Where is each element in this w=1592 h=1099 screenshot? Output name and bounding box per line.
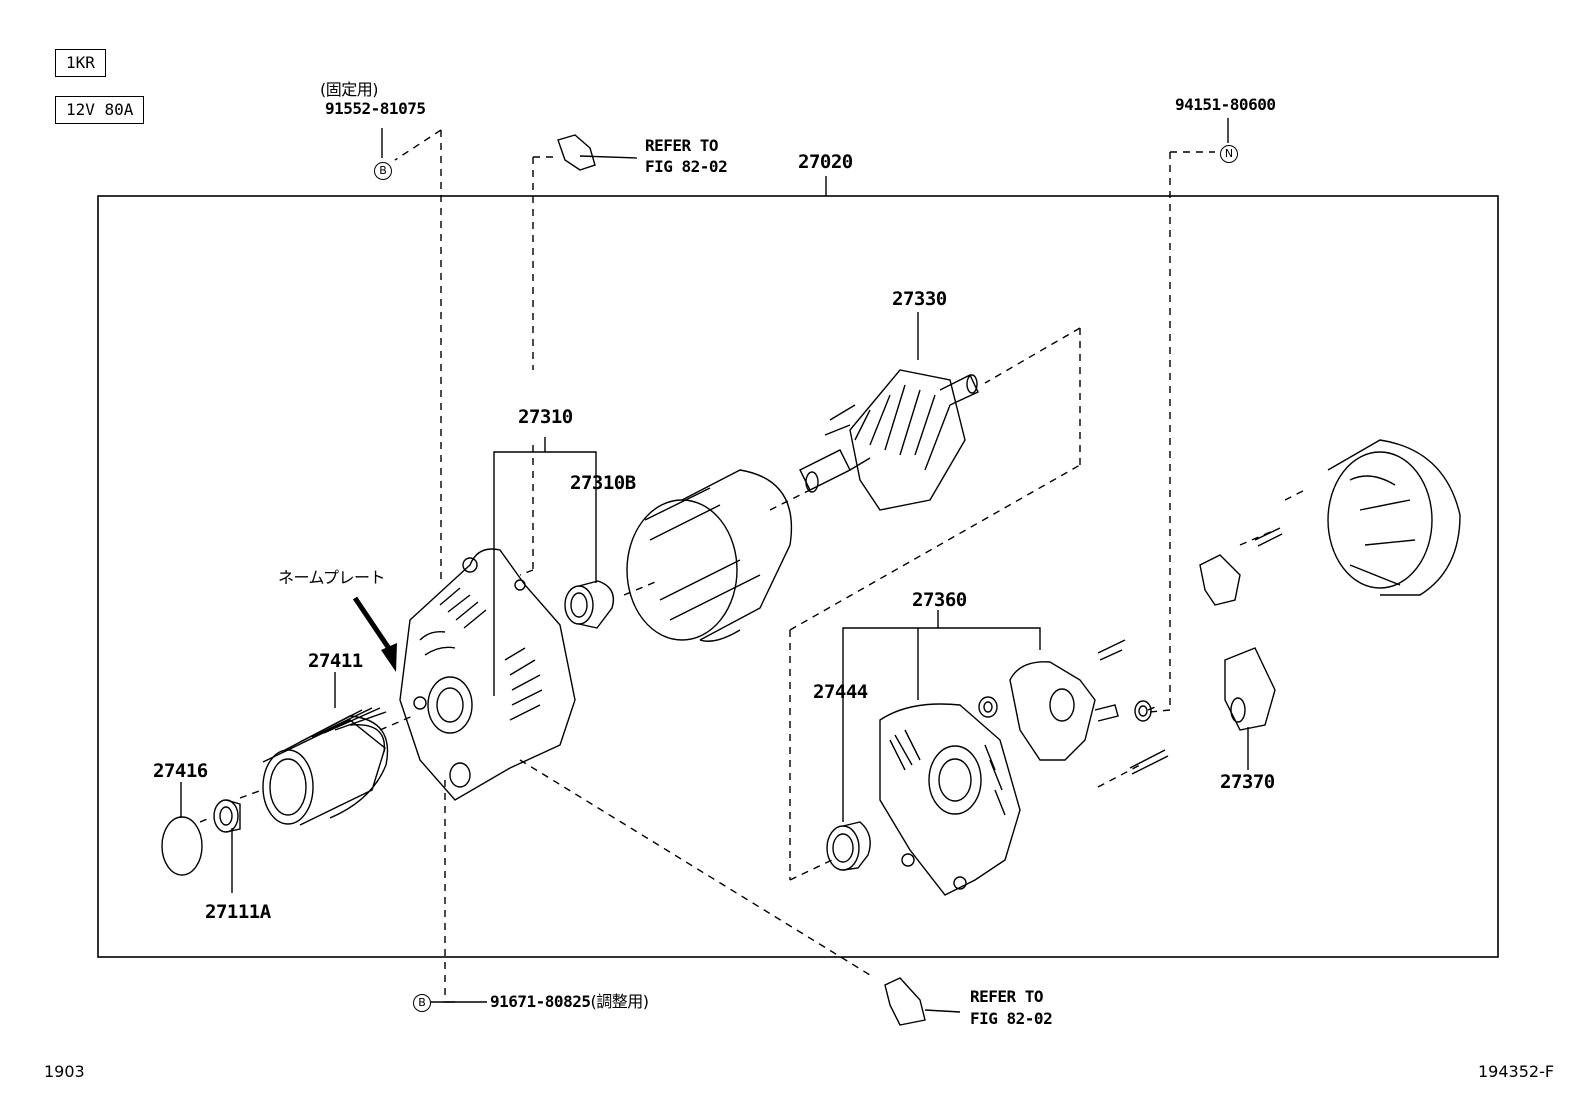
dashed-leaders	[199, 129, 1306, 1000]
ref-bottom-line1[interactable]: REFER TO	[970, 987, 1044, 1006]
rotor-27330-drawing	[799, 369, 979, 511]
rating-tag: 12V 80A	[55, 96, 145, 125]
nut-part-number[interactable]: 94151-80600	[1175, 95, 1276, 114]
callout-leaders	[180, 118, 1249, 1013]
engine-code-tag: 1KR	[55, 49, 106, 78]
bearing-part-number[interactable]: 27310B	[570, 472, 636, 494]
footer-left-code: 1903	[44, 1062, 85, 1081]
marker-b-bottom: B	[413, 994, 431, 1012]
bearing-27310b-drawing	[564, 580, 615, 629]
footer-right-code: 194352-F	[1478, 1062, 1555, 1081]
bearing-cover-27444-drawing	[826, 821, 871, 871]
assembly-part-number[interactable]: 27020	[798, 151, 853, 173]
pulley-nut-part-number[interactable]: 27111A	[205, 901, 271, 923]
marker-n: N	[1220, 145, 1238, 163]
pulley-part-number[interactable]: 27411	[308, 650, 363, 672]
cap-part-number[interactable]: 27416	[153, 760, 208, 782]
marker-b-top: B	[374, 162, 392, 180]
regulator-27370-drawing	[1199, 527, 1283, 731]
name-plate-arrow	[352, 596, 393, 652]
regulator-part-number[interactable]: 27370	[1220, 771, 1275, 793]
ref-part-bottom-drawing	[884, 977, 926, 1026]
rectifier-end-frame-27360-drawing	[879, 696, 1021, 896]
cap-27416-drawing	[161, 816, 203, 876]
bearing-cover-part-number[interactable]: 27444	[813, 681, 868, 703]
ref-part-top-drawing	[557, 134, 596, 171]
ref-top-line1[interactable]: REFER TO	[645, 136, 719, 155]
ref-top-line2[interactable]: FIG 82-02	[645, 157, 728, 176]
stator-drawing	[626, 469, 793, 642]
drive-end-frame-27310-drawing	[399, 548, 576, 801]
bolt-fix-part-number[interactable]: 91552-81075	[325, 99, 426, 118]
rectifier-drawing	[1009, 639, 1169, 775]
ref-bottom-line2[interactable]: FIG 82-02	[970, 1009, 1053, 1028]
name-plate-label: ネームプレート	[278, 568, 386, 587]
bolt-adjust-part-number[interactable]: 91671-80825(調整用)	[490, 992, 649, 1011]
pulley-27411-drawing	[262, 707, 389, 826]
rotor-part-number[interactable]: 27330	[892, 288, 947, 310]
rear-cover-drawing	[1327, 439, 1461, 596]
assembly-boundary	[97, 195, 1499, 958]
nut-27111a-drawing	[213, 799, 241, 833]
rectifier-end-frame-part-number[interactable]: 27360	[912, 589, 967, 611]
bolt-fix-note: (固定用)	[320, 80, 379, 99]
drive-end-frame-part-number[interactable]: 27310	[518, 406, 573, 428]
